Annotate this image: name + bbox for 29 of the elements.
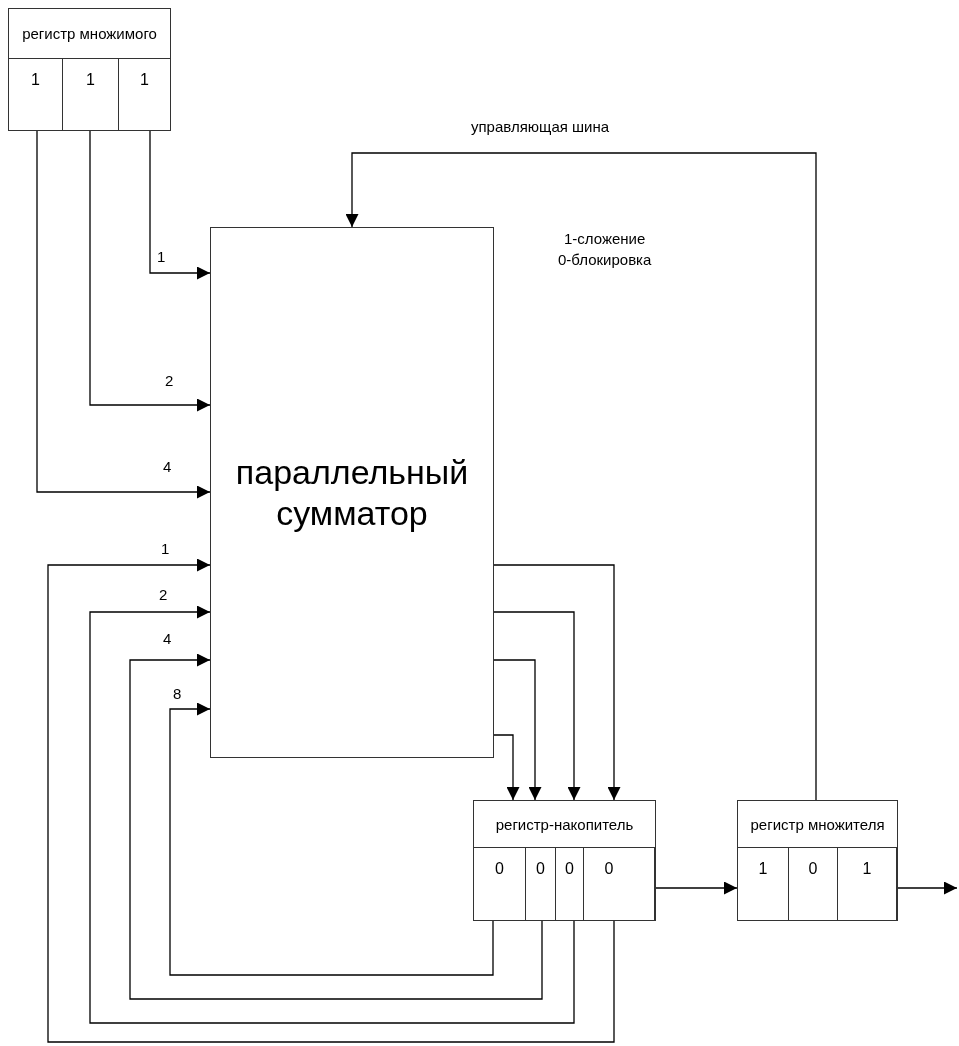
note-text: 0-блокировка [557,251,653,268]
register-box [737,800,898,921]
register-cell: 1 [838,848,897,920]
arrow [492,564,621,801]
register-box [8,8,171,131]
arrow [492,659,542,801]
arrow [129,653,543,1000]
adder-block: параллельный сумматор [210,227,494,758]
arrow [169,702,494,976]
register-cell: 0 [526,848,556,920]
arrow [47,558,615,1043]
register-title: регистр множимого [9,9,170,59]
register-title: регистр-накопитель [474,801,655,848]
register-box [473,800,656,921]
register-cell: 0 [556,848,584,920]
register-cell: 1 [119,59,171,130]
register-cell: 0 [474,848,526,920]
arrow [896,881,958,895]
register-title: регистр множителя [738,801,897,848]
register-cell: 1 [738,848,789,920]
arrow [492,611,581,801]
register-cell: 1 [9,59,63,130]
arrow [345,152,817,802]
arrow [89,605,575,1024]
arrow [492,734,520,801]
register-cell: 1 [63,59,119,130]
register-cell: 0 [789,848,838,920]
arrow [654,881,738,895]
register-cell: 0 [584,848,655,920]
